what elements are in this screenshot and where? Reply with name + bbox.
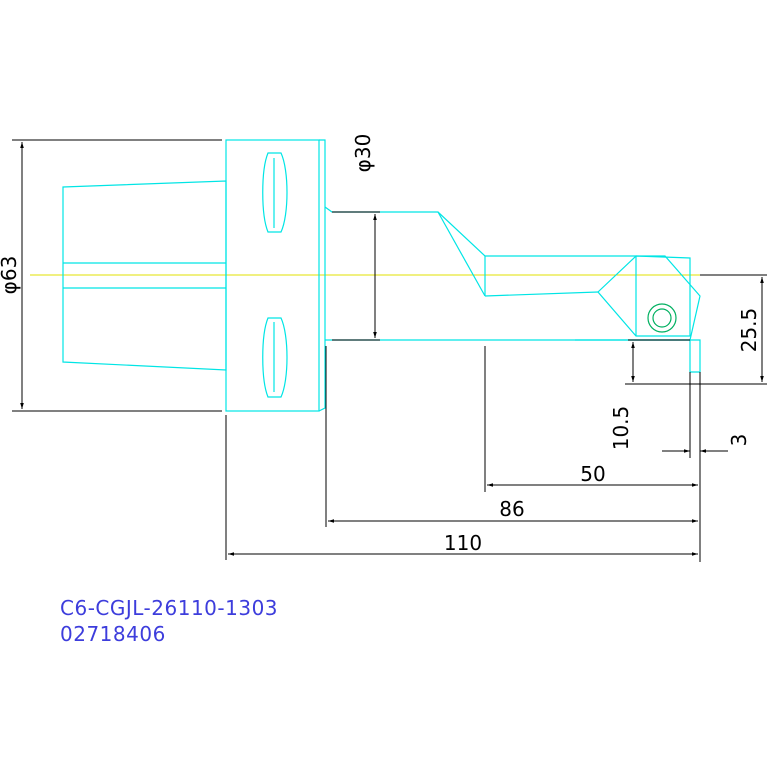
label-30: φ30 bbox=[351, 134, 375, 173]
label-63: φ63 bbox=[0, 256, 21, 295]
part-number: C6-CGJL-26110-1303 bbox=[60, 596, 279, 620]
bar-body bbox=[324, 206, 701, 341]
label-86: 86 bbox=[499, 497, 524, 521]
label-10-5: 10.5 bbox=[609, 406, 633, 451]
label-25-5: 25.5 bbox=[737, 308, 761, 353]
dimensions bbox=[12, 139, 767, 562]
label-110: 110 bbox=[444, 531, 482, 555]
flange bbox=[225, 139, 320, 412]
tool-holder bbox=[62, 139, 701, 412]
label-3: 3 bbox=[727, 434, 751, 447]
cutting-insert bbox=[597, 255, 691, 337]
drive-slot-bottom bbox=[262, 317, 288, 398]
order-code: 02718406 bbox=[60, 622, 166, 646]
screw-outer-icon bbox=[647, 303, 677, 333]
screw-inner-icon bbox=[652, 308, 672, 328]
clamp-screw bbox=[647, 303, 677, 333]
insert-tip bbox=[689, 339, 701, 373]
bar-head-bottom bbox=[484, 291, 599, 297]
drive-slot-top bbox=[262, 152, 288, 233]
bar-neck bbox=[437, 211, 486, 297]
label-50: 50 bbox=[580, 462, 605, 486]
flange-step bbox=[318, 139, 326, 412]
